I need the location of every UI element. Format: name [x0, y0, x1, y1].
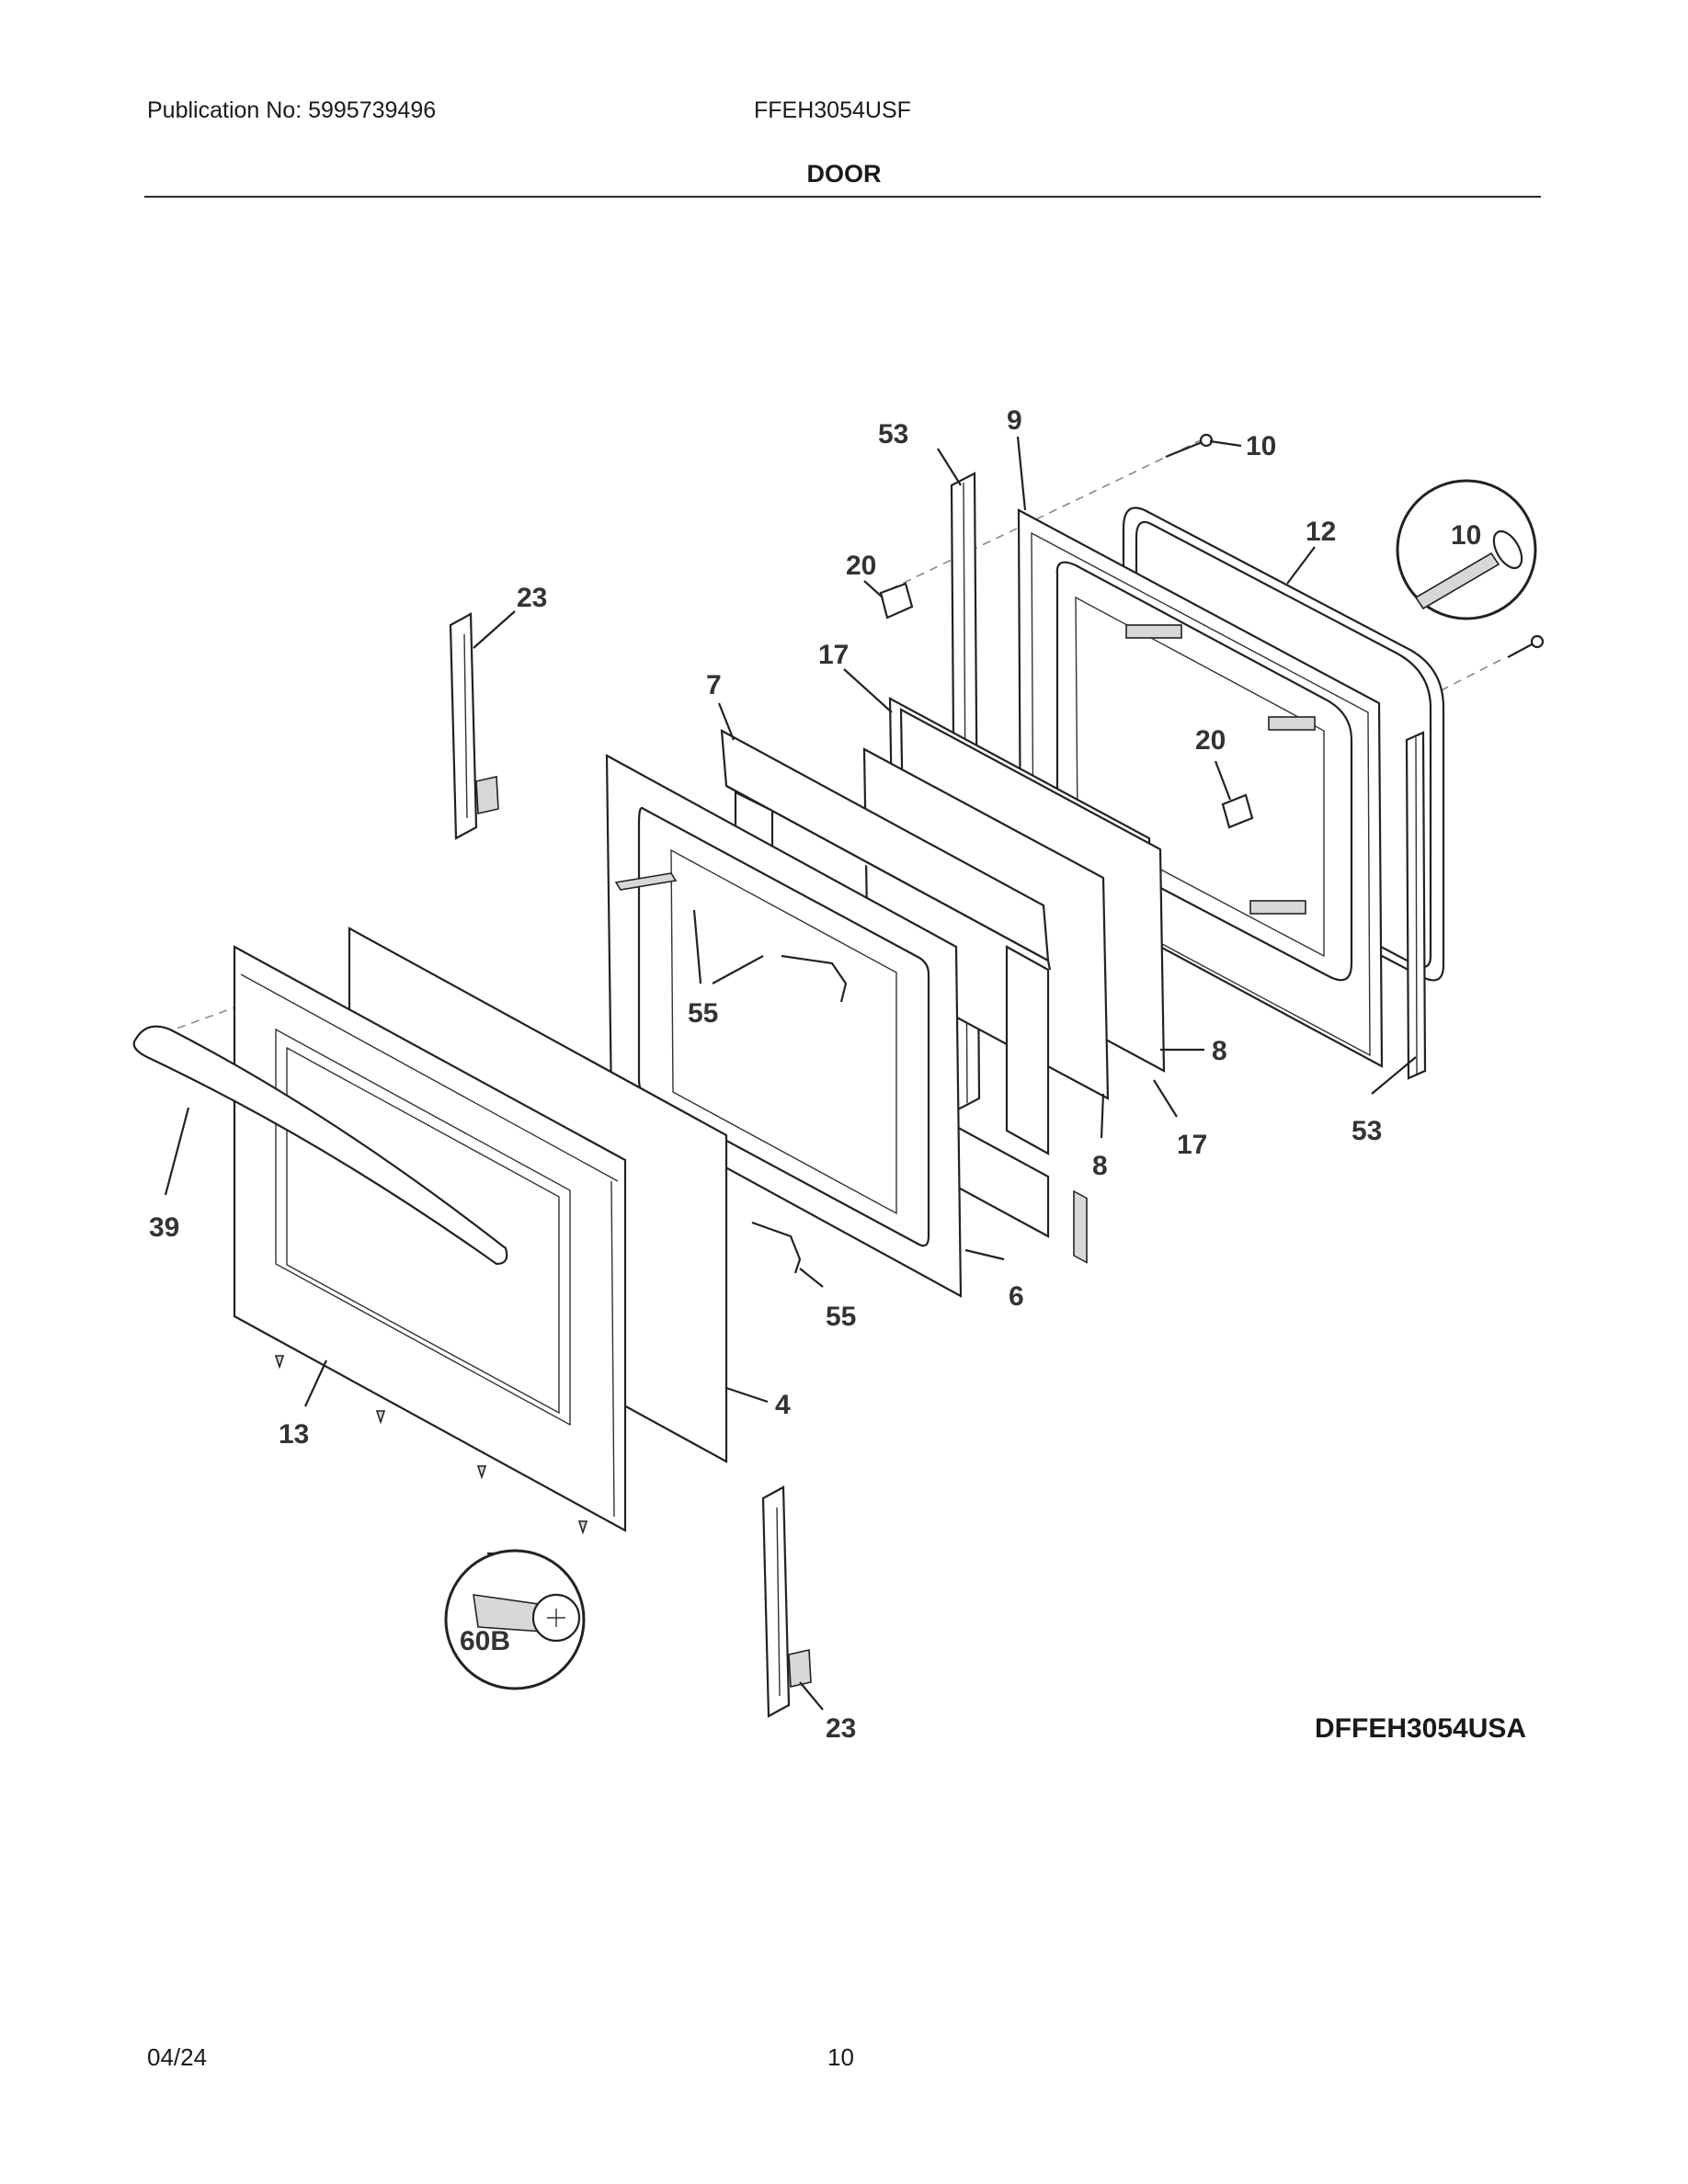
callout-4: 4 — [775, 1390, 791, 1420]
alignment-line-top — [882, 438, 1203, 594]
leader-39 — [164, 1107, 190, 1196]
leader-8-low — [1100, 1093, 1105, 1139]
hinge-slot-top — [1073, 1189, 1088, 1264]
callout-17-top: 17 — [818, 640, 849, 670]
leader-53-top — [937, 448, 962, 486]
leader-4 — [725, 1386, 769, 1404]
leader-17-top — [843, 668, 893, 713]
header-divider — [144, 196, 1541, 198]
door-screw-right — [1507, 634, 1545, 658]
leader-6 — [964, 1248, 1005, 1261]
callout-39: 39 — [149, 1212, 179, 1243]
callout-23-top: 23 — [517, 583, 547, 613]
leader-23-low — [799, 1681, 824, 1711]
callout-53-low: 53 — [1352, 1116, 1382, 1146]
footer-date: 04/24 — [147, 2043, 208, 2071]
leader-20-right — [1214, 760, 1232, 801]
inner-door-frame — [605, 754, 963, 1298]
leader-55-low — [799, 1268, 824, 1288]
leader-9 — [1016, 436, 1027, 511]
door-handle — [132, 1025, 508, 1266]
footer-page-number: 10 — [827, 2043, 854, 2071]
callout-13: 13 — [279, 1419, 309, 1450]
callout-10: 10 — [1246, 431, 1276, 461]
screw-60b-detail-inset — [444, 1549, 586, 1690]
liner-clip-bottom — [1249, 900, 1306, 915]
leader-7 — [717, 702, 736, 741]
door-hinge-bottom — [761, 1485, 812, 1718]
callout-12: 12 — [1306, 517, 1336, 547]
door-wire-upper — [781, 954, 848, 1003]
callout-55-low: 55 — [826, 1302, 856, 1332]
frame-clip-left — [614, 872, 678, 891]
leader-23-top — [473, 610, 516, 649]
leader-13 — [304, 1359, 327, 1407]
publication-number: Publication No: 5995739496 — [147, 97, 437, 123]
screw-detail-inset — [1396, 479, 1537, 620]
callout-8-right: 8 — [1212, 1036, 1227, 1066]
callout-23-low: 23 — [826, 1713, 856, 1744]
callout-7: 7 — [706, 670, 722, 700]
leader-55-left — [692, 909, 764, 984]
door-screw-top — [1165, 433, 1214, 459]
leader-17-low — [1153, 1079, 1178, 1118]
leader-20-top — [863, 580, 884, 598]
door-clip-top — [879, 582, 914, 620]
liner-clip-top — [1268, 716, 1316, 731]
callout-10-inset: 10 — [1451, 520, 1481, 551]
diagram-code: DFFEH3054USA — [1315, 1713, 1526, 1744]
outer-door-panel — [233, 945, 627, 1532]
side-trim-right — [1405, 731, 1427, 1080]
callout-55-left: 55 — [688, 998, 718, 1029]
callout-60b: 60B — [460, 1626, 510, 1656]
callout-53-top: 53 — [878, 419, 908, 449]
callout-8-low: 8 — [1092, 1151, 1108, 1181]
section-title: DOOR — [806, 160, 882, 188]
door-hinge-top — [449, 612, 499, 840]
callout-6: 6 — [1009, 1281, 1024, 1312]
callout-20-right: 20 — [1195, 725, 1226, 756]
callout-20-top: 20 — [846, 551, 876, 581]
door-wire-lower — [751, 1221, 802, 1274]
liner-clip-left — [1125, 624, 1182, 639]
leader-10 — [1209, 439, 1242, 448]
callout-9: 9 — [1007, 405, 1022, 436]
model-number: FFEH3054USF — [754, 97, 911, 123]
bottom-screws — [274, 1355, 588, 1535]
leader-12 — [1286, 546, 1316, 585]
leader-53-low — [1371, 1056, 1417, 1095]
door-clip-right — [1221, 793, 1254, 829]
callout-17-low: 17 — [1177, 1130, 1207, 1160]
